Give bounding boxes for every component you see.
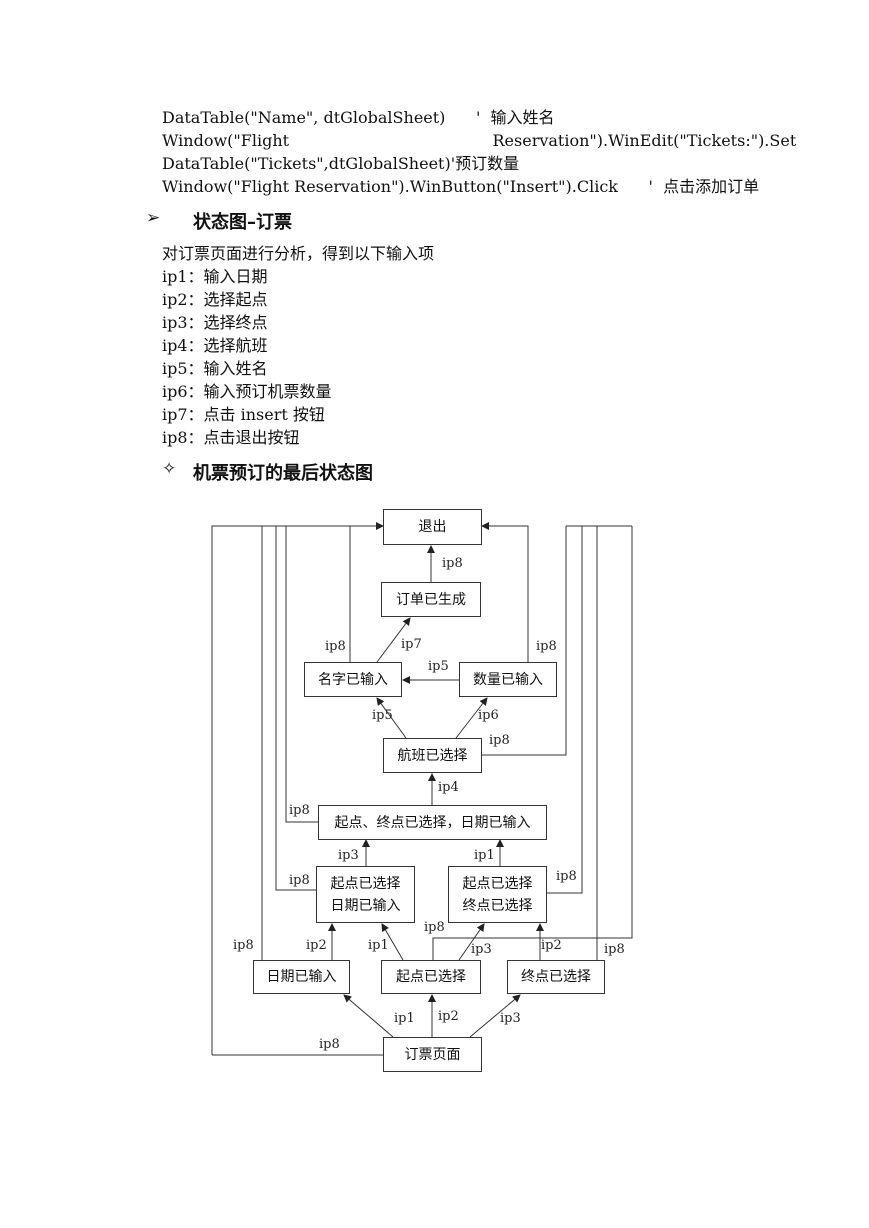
code-line-1: DataTable("Name", dtGlobalSheet) ' 输入姓名 [162,108,555,127]
label-ip3-bottom: ip3 [500,1011,521,1026]
edge-page-date [343,994,394,1038]
label-ip7: ip7 [401,637,422,652]
intro-text: 对订票页面进行分析，得到以下输入项 [162,244,435,263]
label-ip5-flight: ip5 [372,708,393,723]
label-ip6: ip6 [478,708,499,723]
label-ip1-left: ip1 [368,938,389,953]
label-ip8-name: ip8 [325,639,346,654]
diamond-bullet-icon: ✧ [162,459,177,479]
edge-from-fromto [458,923,485,961]
label-ip1-bottom: ip1 [394,1011,415,1026]
state-all-selected: 起点、终点已选择，日期已输入 [318,805,547,840]
input-item-ip3: ip3：选择终点 [162,313,268,332]
arrow-bullet-icon: ➢ [146,208,161,228]
input-item-ip7: ip7：点击 insert 按钮 [162,405,325,424]
state-booking-page: 订票页面 [383,1037,482,1072]
label-ip5-top: ip5 [428,659,449,674]
label-ip8-from: ip8 [424,920,445,935]
edge-name-order [376,617,411,663]
edge-fromdate-exit [275,526,316,891]
label-ip8-qty: ip8 [536,639,557,654]
label-ip2-left: ip2 [306,938,327,953]
label-ip1-mid: ip1 [474,848,495,863]
label-ip8-all: ip8 [289,803,310,818]
state-exit: 退出 [383,509,482,545]
input-item-ip6: ip6：输入预订机票数量 [162,382,332,401]
edge-qty-exit [481,522,529,662]
label-ip8-exit: ip8 [442,556,463,571]
section-heading-state-diagram: 状态图–订票 [193,212,292,233]
label-ip8-fromto: ip8 [556,869,577,884]
edge-from-exit [432,526,633,960]
label-ip8-to: ip8 [604,942,625,957]
edge-page-to [469,994,521,1038]
edge-from-fromdate [381,923,404,961]
state-quantity-entered: 数量已输入 [459,662,557,697]
input-item-ip2: ip2：选择起点 [162,290,268,309]
state-name-entered: 名字已输入 [304,662,402,697]
edge-page-exit [211,522,384,1055]
section-heading-final-diagram: 机票预订的最后状态图 [193,463,373,484]
state-from-date: 起点已选择 日期已输入 [316,866,415,923]
input-item-ip8: ip8：点击退出按钮 [162,428,300,447]
label-ip8-flight: ip8 [489,733,510,748]
label-ip8-fromdate: ip8 [289,873,310,888]
label-ip3-mid: ip3 [338,848,359,863]
edge-fromto-exit [547,526,583,894]
label-ip2-right: ip2 [541,938,562,953]
state-from-selected: 起点已选择 [381,960,481,994]
edge-flight-exit [482,526,567,756]
edge-all-exit [285,526,318,823]
state-order-created: 订单已生成 [381,582,481,617]
state-from-to: 起点已选择 终点已选择 [448,866,547,923]
label-ip8-date: ip8 [233,938,254,953]
state-date-entered: 日期已输入 [253,960,350,994]
code-line-3: DataTable("Tickets",dtGlobalSheet)'预订数量 [162,154,520,173]
label-ip2-bottom: ip2 [438,1009,459,1024]
input-item-ip5: ip5：输入姓名 [162,359,268,378]
input-item-ip4: ip4：选择航班 [162,336,268,355]
code-line-4: Window("Flight Reservation").WinButton("… [162,177,760,196]
label-ip3-right: ip3 [471,942,492,957]
input-item-ip1: ip1：输入日期 [162,267,268,286]
state-flight-selected: 航班已选择 [383,738,482,773]
state-to-selected: 终点已选择 [507,960,605,994]
code-line-2: Window("Flight Reservation").WinEdit("Ti… [162,131,797,150]
edge-flight-name [376,697,407,739]
label-ip4: ip4 [438,780,459,795]
label-ip8-page: ip8 [319,1037,340,1052]
edge-flight-qty [455,697,488,739]
